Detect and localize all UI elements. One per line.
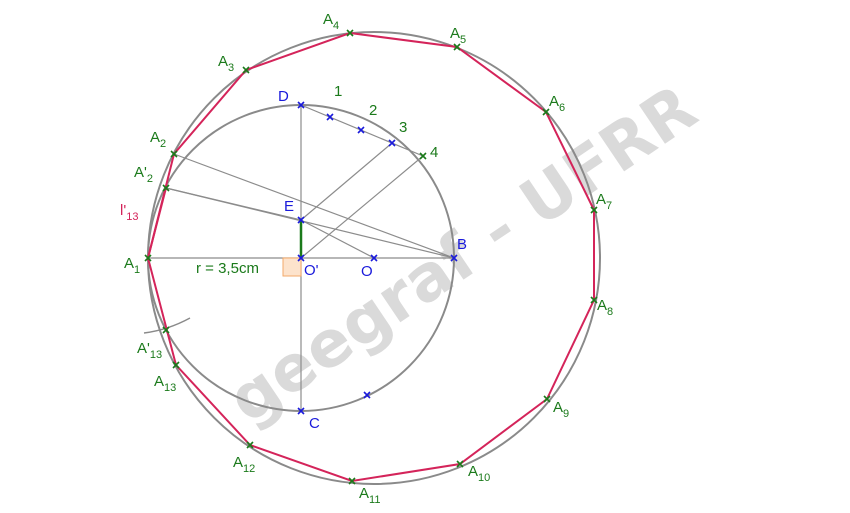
marker-a2prime	[162, 184, 170, 192]
vertex-label-a10: A10	[468, 463, 490, 484]
radius-label: r = 3,5cm	[196, 260, 259, 277]
marker-a10	[456, 460, 464, 468]
marker-a12	[246, 441, 254, 449]
marker-o	[370, 254, 378, 262]
vertex-label-a11: A11	[359, 485, 380, 506]
vertex-label-a4: A4	[323, 11, 339, 32]
division-number-2: 2	[369, 102, 377, 119]
line-a2prime-b	[165, 187, 455, 259]
segment-a1-a2prime	[147, 187, 167, 259]
division-number-4: 4	[430, 144, 438, 161]
label-b: B	[457, 236, 467, 253]
line-oprime-4	[300, 155, 424, 259]
vertex-label-a8: A8	[597, 297, 613, 318]
marker-a3	[242, 66, 250, 74]
division-number-1: 1	[334, 83, 342, 100]
label-oprime: O'	[304, 262, 319, 279]
marker-d	[297, 101, 305, 109]
vertex-label-a5: A5	[450, 25, 466, 46]
marker-a5	[453, 43, 461, 51]
watermark: geegraf - UFRR	[216, 71, 710, 438]
vertex-label-a9: A9	[553, 399, 569, 420]
marker-arc-point	[363, 391, 371, 399]
tridecagon	[146, 31, 595, 483]
vertex-label-a1: A1	[124, 255, 140, 276]
marker-a1	[144, 254, 152, 262]
marker-a8	[590, 296, 598, 304]
division-number-3: 3	[399, 119, 407, 136]
vertex-label-a3: A3	[218, 53, 234, 74]
marker-a7	[590, 206, 598, 214]
blue-markers	[297, 101, 458, 415]
vertex-label-a7: A7	[596, 191, 612, 212]
marker-b	[450, 254, 458, 262]
vertex-label-a6: A6	[549, 93, 565, 114]
marker-e	[297, 216, 305, 224]
green-markers	[144, 29, 598, 485]
vertex-label-a2: A2	[150, 129, 166, 150]
marker-a13	[172, 361, 180, 369]
vertex-label-a13: A13	[154, 373, 176, 394]
line-e-3	[300, 142, 393, 221]
label-o: O	[361, 263, 373, 280]
right-angle-marker	[282, 257, 302, 277]
marker-a11	[348, 477, 356, 485]
marker-4	[419, 152, 427, 160]
line-a2-b	[173, 153, 455, 259]
label-e: E	[284, 198, 294, 215]
label-d: D	[278, 88, 289, 105]
marker-a6	[542, 108, 550, 116]
marker-1	[326, 113, 334, 121]
vertex-label-a2prime: A'2	[134, 164, 153, 185]
marker-3	[388, 139, 396, 147]
line-e-o	[300, 219, 375, 259]
marker-a4	[346, 29, 354, 37]
vertex-label-a13prime: A'13	[137, 340, 162, 361]
marker-2	[357, 126, 365, 134]
marker-a9	[543, 395, 551, 403]
label-c: C	[309, 415, 320, 432]
side-length-label: l'13	[120, 202, 138, 223]
vertex-label-a12: A12	[233, 454, 255, 475]
marker-a2	[170, 150, 178, 158]
marker-a13prime	[162, 326, 170, 334]
marker-c	[297, 407, 305, 415]
marker-oprime	[297, 254, 305, 262]
